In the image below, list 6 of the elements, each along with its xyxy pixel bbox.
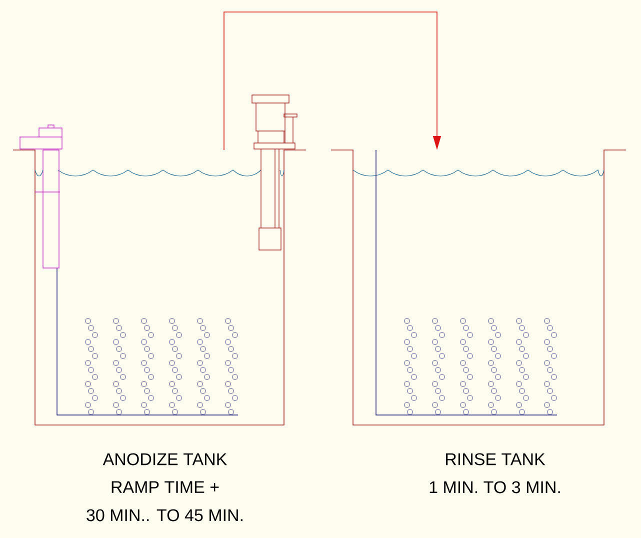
tank-label: 30 MIN.. TO 45 MIN. [86,509,242,522]
tank-label: RAMP TIME + [112,481,219,493]
pipe-arrow [224,12,442,150]
tank-label: RINSE TANK [446,453,546,466]
tank-label: ANODIZE TANK [102,453,227,466]
tank-label: 1 MIN. TO 3 MIN. [430,481,560,494]
